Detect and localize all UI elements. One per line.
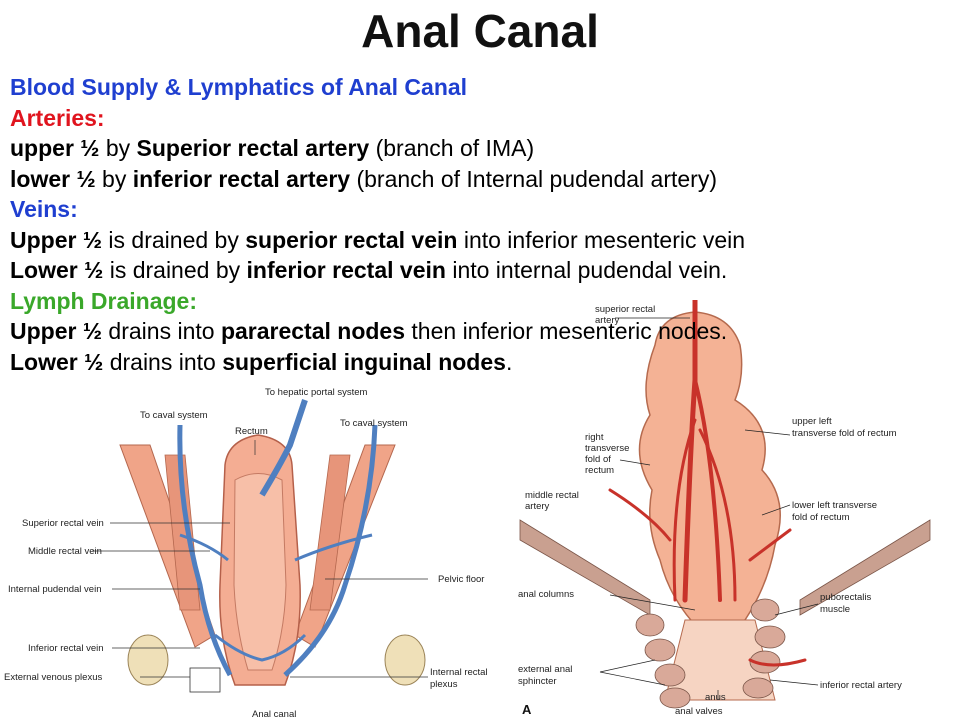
lymph-upper-line: Upper ½ drains into pararectal nodes the…: [10, 316, 955, 347]
label-upper-left-2: transverse fold of rectum: [792, 428, 897, 439]
label-external-plexus: External venous plexus: [4, 672, 102, 683]
label-right-fold-1: right: [585, 432, 604, 443]
text-normal: by: [99, 135, 137, 161]
artery-lower-line: lower ½ by inferior rectal artery (branc…: [10, 164, 955, 195]
label-panel-a: A: [522, 702, 532, 717]
label-anus: anus: [705, 692, 726, 703]
vein-upper-line: Upper ½ is drained by superior rectal ve…: [10, 225, 955, 256]
text-bold: Superior rectal artery: [136, 135, 370, 161]
inferior-rectal-artery: [748, 658, 807, 667]
superior-rectal-vein: [259, 399, 308, 497]
text-normal: into internal pudendal vein.: [445, 257, 728, 283]
label-internal-plexus-2: plexus: [430, 679, 458, 690]
arteries-heading: Arteries:: [10, 104, 105, 131]
label-anal-canal: Anal canal: [252, 709, 296, 720]
label-hepatic: To hepatic portal system: [265, 387, 368, 398]
label-middle-artery-2: artery: [525, 501, 550, 512]
text-bold: inferior rectal artery: [132, 165, 351, 192]
right-ischial-bone: [384, 634, 426, 686]
label-middle-vein: Middle rectal vein: [28, 546, 102, 557]
text-bold: inferior rectal vein: [246, 257, 446, 283]
text-bold: superior rectal vein: [245, 226, 458, 253]
label-internal-plexus-1: Internal rectal: [430, 667, 488, 678]
label-puborectalis-2: muscle: [820, 604, 850, 615]
label-pelvic-floor: Pelvic floor: [438, 574, 484, 585]
text-normal: by: [95, 165, 133, 192]
text-bold: Upper ½: [10, 226, 103, 253]
label-lower-left-1: lower left transverse: [792, 500, 877, 511]
text-bold: superficial inguinal nodes: [222, 348, 506, 375]
label-inferior-artery: inferior rectal artery: [820, 680, 902, 691]
label-pudendal-vein: Internal pudendal vein: [8, 584, 102, 595]
label-sup-artery-2: artery: [595, 315, 620, 326]
label-upper-left-1: upper left: [792, 416, 832, 427]
text-bold: upper ½: [10, 135, 100, 161]
text-bold: pararectal nodes: [220, 318, 406, 344]
text-normal: .: [505, 348, 513, 375]
right-obturator-muscle: [309, 454, 351, 611]
text-normal: is drained by: [102, 226, 246, 253]
venous-drainage-figure: To hepatic portal system To caval system…: [0, 385, 500, 720]
label-anal-valves: anal valves: [675, 706, 723, 717]
label-inferior-vein: Inferior rectal vein: [28, 643, 104, 654]
label-lower-left-2: fold of rectum: [792, 512, 850, 523]
label-ext-sphincter-1: external anal: [518, 664, 572, 675]
text-normal: then inferior mesenteric nodes.: [405, 318, 728, 344]
label-right-fold-4: rectum: [585, 465, 614, 476]
text-normal: (branch of Internal pudendal artery): [350, 165, 717, 192]
text-normal: drains into: [102, 318, 221, 344]
text-bold: lower ½: [10, 165, 96, 192]
label-anal-columns: anal columns: [518, 589, 574, 600]
left-ischial-bone: [127, 634, 169, 686]
text-normal: (branch of IMA): [369, 135, 535, 161]
text-normal: drains into: [103, 348, 223, 375]
slide-title: Anal Canal: [361, 5, 599, 57]
label-caval-left: To caval system: [140, 410, 208, 421]
subtitle: Blood Supply & Lymphatics of Anal Canal: [10, 74, 468, 100]
label-caval-right: To caval system: [340, 418, 408, 429]
veins-heading: Veins:: [10, 196, 78, 222]
right-caval-vein: [283, 424, 378, 677]
label-right-fold-3: fold of: [585, 454, 611, 465]
text-normal: is drained by: [103, 257, 247, 283]
lymph-lower-line: Lower ½ drains into superficial inguinal…: [10, 347, 955, 378]
superior-rectal-artery: [682, 297, 698, 603]
label-puborectalis-1: puborectalis: [820, 592, 871, 603]
label-right-fold-2: transverse: [585, 443, 629, 454]
label-rectum: Rectum: [235, 426, 268, 437]
arterial-supply-figure: superior rectal artery upper left transv…: [500, 297, 960, 720]
label-sup-artery-1: superior rectal: [595, 304, 655, 315]
content-lines: Blood Supply & Lymphatics of Anal Canal …: [10, 72, 955, 377]
label-ext-sphincter-2: sphincter: [518, 676, 557, 687]
text-bold: Upper ½: [10, 318, 103, 344]
label-middle-artery-1: middle rectal: [525, 490, 579, 501]
text-normal: into inferior mesenteric vein: [457, 226, 746, 253]
lymph-heading: Lymph Drainage:: [10, 287, 198, 314]
text-bold: Lower ½: [10, 257, 104, 283]
vein-lower-line: Lower ½ is drained by inferior rectal ve…: [10, 255, 955, 286]
left-caval-vein: [177, 424, 233, 677]
middle-rectal-artery: [608, 488, 672, 542]
text-bold: Lower ½: [10, 348, 104, 375]
artery-upper-line: upper ½ by Superior rectal artery (branc…: [10, 133, 955, 164]
label-superior-vein: Superior rectal vein: [22, 518, 104, 529]
